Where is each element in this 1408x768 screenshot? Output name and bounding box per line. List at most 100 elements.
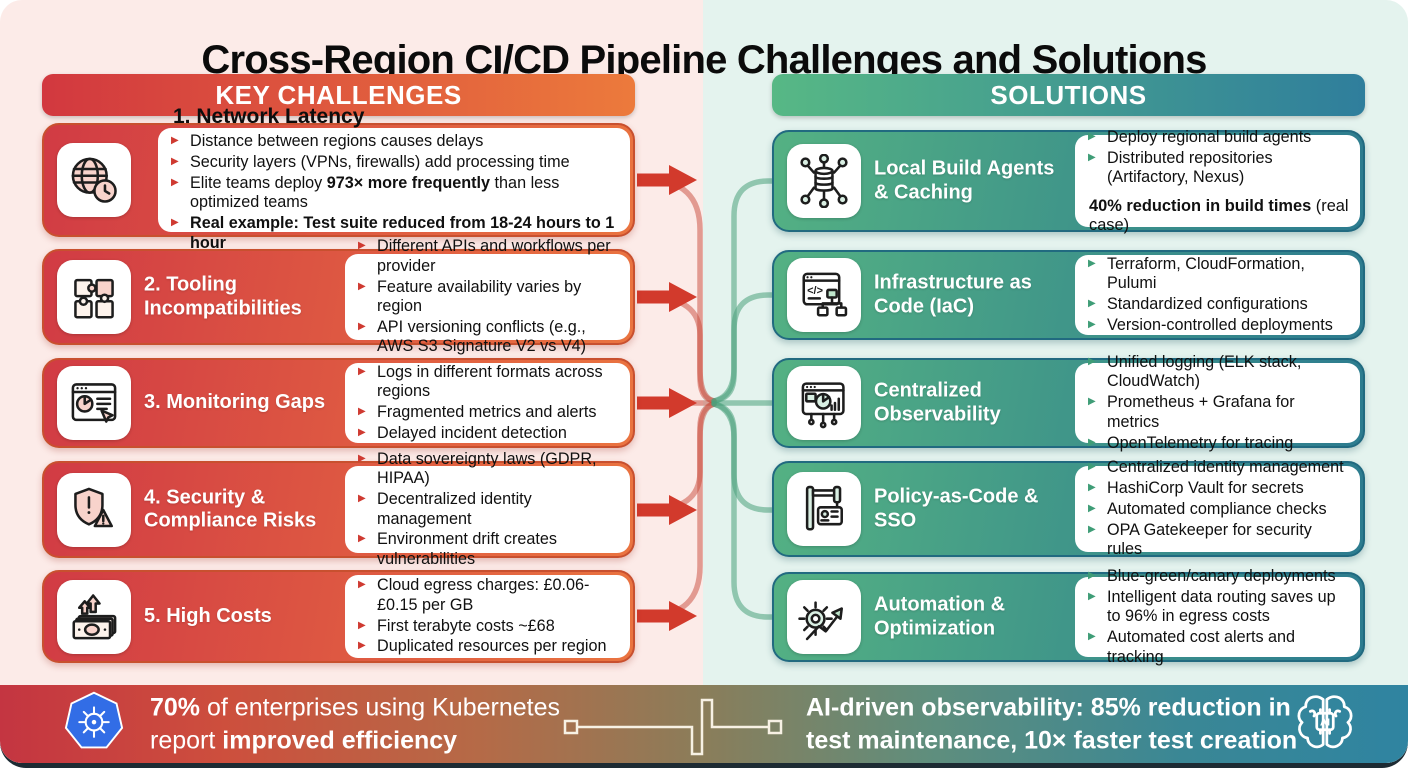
bullet-item: ▶Centralized identity management <box>1088 458 1344 477</box>
bullet-item: ▶OpenTelemetry for tracing <box>1088 433 1294 452</box>
footer-stats-bar: 70% of enterprises using Kubernetes repo… <box>0 685 1408 763</box>
solution-card-policy-sso: Policy-as-Code & SSO ▶Centralized identi… <box>772 458 1365 558</box>
bullet-triangle-icon: ▶ <box>358 240 366 252</box>
challenge-card-costs: 5. High Costs ▶Cloud egress charges: £0.… <box>42 570 635 663</box>
solution-note: 40% reduction in build times (real case) <box>1089 197 1349 235</box>
svg-text:</>: </> <box>807 285 823 297</box>
bullet-triangle-icon: ▶ <box>358 493 366 505</box>
solution-title: Policy-as-Code & SSO <box>874 485 1039 531</box>
stat-line: test maintenance, 10× faster test creati… <box>806 726 1298 754</box>
bullet-triangle-icon: ▶ <box>358 579 366 591</box>
challenge-panel: 1. Network Latency ▶Distance between reg… <box>158 105 630 252</box>
bullet-triangle-icon: ▶ <box>171 217 179 229</box>
kubernetes-icon <box>62 690 126 759</box>
bullet-item: ▶Fragmented metrics and alerts <box>358 403 597 421</box>
ai-observability-stat: AI-driven observability: 85% reduction i… <box>806 692 1297 757</box>
challenge-title: 3. Monitoring Gaps <box>144 391 326 414</box>
challenge-panel: ▶Cloud egress charges: £0.06-£0.15 per G… <box>345 575 630 658</box>
bullet-item: ▶OPA Gatekeeper for security rules <box>1088 520 1312 559</box>
bullet-item: ▶HashiCorp Vault for secrets <box>1088 479 1304 498</box>
bullet-triangle-icon: ▶ <box>1088 482 1096 494</box>
stat-line: AI-driven observability: 85% reduction i… <box>806 693 1291 722</box>
solution-bullet-list: ▶Unified logging (ELK stack, CloudWatch)… <box>1088 351 1350 454</box>
bullet-triangle-icon: ▶ <box>1088 298 1096 309</box>
solution-panel: ▶Deploy regional build agents ▶Distribute… <box>1075 128 1360 234</box>
bullet-item: ▶Standardized configurations <box>1088 295 1308 313</box>
ai-brain-icon: AI <box>1292 689 1358 760</box>
bullet-item: ▶Delayed incident detection <box>358 423 567 442</box>
dashboard-icon <box>787 366 861 440</box>
bullet-triangle-icon: ▶ <box>1088 631 1096 643</box>
stat-line: 70% of enterprises using Kubernetes <box>150 693 560 722</box>
solution-panel: ▶Centralized identity management ▶HashiCo… <box>1075 458 1360 558</box>
solution-bullet-list: ▶Centralized identity management ▶HashiCo… <box>1088 457 1350 562</box>
bullet-triangle-icon: ▶ <box>1088 131 1096 143</box>
svg-text:AI: AI <box>1320 718 1330 729</box>
bullet-item: ▶Different APIs and workflows per provid… <box>358 237 611 275</box>
challenge-card-security: 4. Security & Compliance Risks ▶Data sov… <box>42 450 635 568</box>
bullet-item: ▶Security layers (VPNs, firewalls) add p… <box>171 152 570 171</box>
solution-card-automation: Automation & Optimization ▶Blue-green/ca… <box>772 567 1365 666</box>
bullet-item: ▶Real example: Test suite reduced from 1… <box>171 214 615 252</box>
gear-growth-icon <box>787 580 861 654</box>
bullet-triangle-icon: ▶ <box>171 134 179 146</box>
bullet-item: ▶Feature availability varies by region <box>358 277 582 315</box>
bullet-item: ▶API versioning conflicts (e.g., AWS S3 … <box>358 317 587 356</box>
monitoring-window-icon <box>57 366 131 440</box>
bullet-triangle-icon: ▶ <box>358 320 366 332</box>
challenge-card-tooling: 2. Tooling Incompatibilities ▶Different … <box>42 237 635 355</box>
bullet-item: ▶Distributed repositories (Artifactory, … <box>1088 149 1273 187</box>
bullet-item: ▶Cloud egress charges: £0.06-£0.15 per G… <box>358 576 590 614</box>
bullet-item: ▶Deploy regional build agents <box>1088 128 1312 147</box>
bullet-item: ▶Distance between regions causes delays <box>171 131 484 150</box>
challenge-title: 2. Tooling Incompatibilities <box>144 273 302 319</box>
solution-panel: ▶Blue-green/canary deployments▶Intellige… <box>1075 567 1360 666</box>
solution-bullet-list: ▶Blue-green/canary deployments▶Intellige… <box>1088 565 1350 668</box>
bullet-item: ▶Duplicated resources per region <box>358 637 607 656</box>
bullet-triangle-icon: ▶ <box>358 452 366 464</box>
bullet-triangle-icon: ▶ <box>358 619 366 631</box>
bullet-item: ▶Automated compliance checks <box>1088 500 1327 519</box>
challenges-header: KEY CHALLENGES <box>42 74 635 116</box>
bullet-triangle-icon: ▶ <box>1088 355 1096 367</box>
solution-card-build-agents: Local Build Agents & Caching ▶Deploy reg… <box>772 128 1365 234</box>
solution-panel: ▶Unified logging (ELK stack, CloudWatch)… <box>1075 353 1360 452</box>
challenge-bullet-list: ▶Cloud egress charges: £0.06-£0.15 per G… <box>358 575 620 659</box>
bullet-item: ▶Unified logging (ELK stack, CloudWatch) <box>1088 352 1302 391</box>
bullet-triangle-icon: ▶ <box>1088 590 1096 602</box>
solution-bullet-list: ▶Deploy regional build agents ▶Distribute… <box>1088 127 1350 190</box>
bullet-triangle-icon: ▶ <box>358 406 366 417</box>
challenge-card-monitoring: 3. Monitoring Gaps ▶Logs in different fo… <box>42 358 635 448</box>
bullet-item: ▶Elite teams deploy 973× more frequently… <box>171 173 560 212</box>
bullet-triangle-icon: ▶ <box>1088 396 1096 408</box>
globe-clock-icon <box>57 143 131 217</box>
stat-line: report improved efficiency <box>150 726 458 754</box>
solutions-header: SOLUTIONS <box>772 74 1365 116</box>
challenge-title: 4. Security & Compliance Risks <box>144 485 317 532</box>
bullet-triangle-icon: ▶ <box>171 176 179 188</box>
solution-card-iac: </> Infrastructure as Code (IaC) ▶Terraf… <box>772 250 1365 340</box>
bullet-triangle-icon: ▶ <box>171 155 179 167</box>
solution-panel: ▶Terraform, CloudFormation, Pulumi▶Stand… <box>1075 255 1360 335</box>
bullet-item: ▶Environment drift creates vulnerabiliti… <box>358 530 557 568</box>
challenge-bullet-list: ▶Different APIs and workflows per provid… <box>358 236 620 359</box>
challenge-panel: ▶Data sovereignty laws (GDPR, HIPAA)▶Dec… <box>345 450 630 568</box>
bullet-triangle-icon: ▶ <box>1088 503 1096 515</box>
challenge-card-network-latency: 1. Network Latency ▶Distance between reg… <box>42 105 635 252</box>
bullet-item: ▶Version-controlled deployments <box>1088 315 1333 334</box>
bullet-triangle-icon: ▶ <box>358 640 366 652</box>
bullet-triangle-icon: ▶ <box>1088 152 1096 164</box>
bullet-item: ▶Automated cost alerts and tracking <box>1088 628 1296 666</box>
challenge-bullet-list: ▶Data sovereignty laws (GDPR, HIPAA)▶Dec… <box>358 448 620 571</box>
bullet-triangle-icon: ▶ <box>358 533 366 545</box>
bullet-triangle-icon: ▶ <box>1088 318 1096 330</box>
distributed-database-icon <box>787 144 861 218</box>
solution-title: Infrastructure as Code (IaC) <box>874 271 1032 317</box>
bullet-triangle-icon: ▶ <box>358 280 366 292</box>
bullet-item: ▶First terabyte costs ~£68 <box>358 616 555 635</box>
challenge-bullet-list: ▶Logs in different formats across region… <box>358 361 620 445</box>
solution-bullet-list: ▶Terraform, CloudFormation, Pulumi▶Stand… <box>1088 253 1350 337</box>
money-costs-icon <box>57 579 131 654</box>
bullet-item: ▶Prometheus + Grafana for metrics <box>1088 393 1295 431</box>
